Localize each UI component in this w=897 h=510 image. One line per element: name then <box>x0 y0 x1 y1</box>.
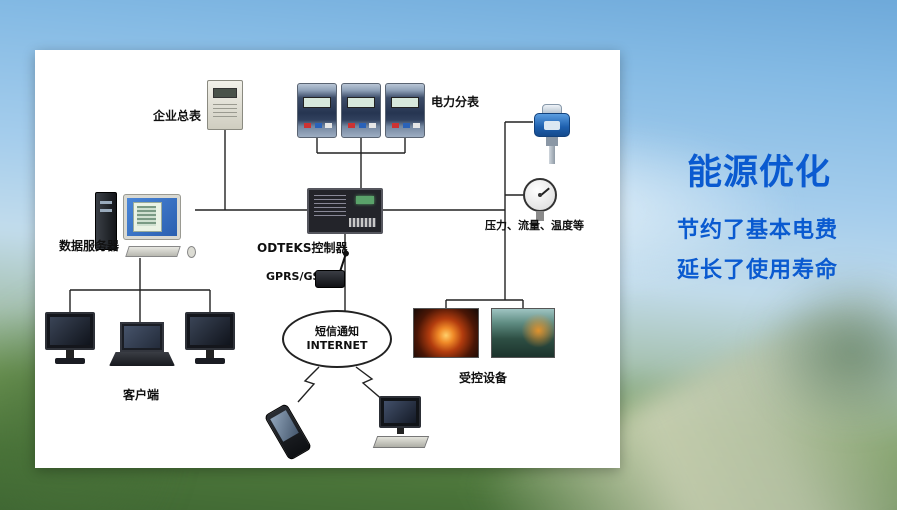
server-keyboard <box>125 246 181 257</box>
laptop-screen <box>120 322 164 352</box>
monitor-base <box>195 358 225 364</box>
data-server-label: 数据服务器 <box>59 239 120 253</box>
meter-register-rows <box>213 104 237 120</box>
modem-body <box>315 270 345 288</box>
mobile-phone-icon <box>259 402 319 462</box>
meter-display <box>347 97 375 108</box>
server-screen <box>127 198 177 236</box>
shrub-blur <box>757 270 897 430</box>
headline: 能源优化 <box>687 153 832 193</box>
client-laptop-icon <box>109 322 175 372</box>
lightning-bolt-icon <box>297 366 320 403</box>
laptop-base <box>109 352 175 366</box>
client-monitor-icon <box>185 312 235 376</box>
controller-icon <box>307 188 383 234</box>
desktop-computer-icon <box>365 396 435 460</box>
monitor-screen <box>45 312 95 350</box>
monitor-neck <box>66 350 74 358</box>
transmitter-probe <box>549 146 555 164</box>
data-server-icon <box>95 188 199 262</box>
enterprise-meter-label: 企业总表 <box>153 109 202 123</box>
benefit-line-1: 节约了基本电费 <box>677 218 839 243</box>
internet-cloud: 短信通知 INTERNET <box>282 310 392 368</box>
transmitter-head <box>534 113 570 137</box>
meter-display <box>391 97 419 108</box>
server-mouse <box>187 246 196 258</box>
enterprise-meter-icon <box>207 80 243 130</box>
power-meter-icon <box>385 83 425 138</box>
internet-label: INTERNET <box>306 339 368 352</box>
meter-buttons <box>392 123 399 128</box>
controller-terminals <box>349 218 376 227</box>
gauge-stem <box>536 211 544 221</box>
controller-label: ODTEKS控制器 <box>257 241 348 255</box>
client-monitor-icon <box>45 312 95 376</box>
desktop-keyboard <box>372 436 430 448</box>
controller-text-rows <box>314 195 346 219</box>
gauge-hub <box>538 193 542 197</box>
controller-display <box>356 196 374 204</box>
server-tower <box>95 192 117 250</box>
monitor-base <box>55 358 85 364</box>
plant-equipment-photo <box>491 308 555 358</box>
gsm-modem-icon <box>315 254 355 292</box>
meter-display <box>213 88 237 98</box>
monitor-neck <box>206 350 214 358</box>
lightning-bolt-icon <box>355 366 385 402</box>
clients-label: 客户端 <box>123 388 160 402</box>
diagram-panel: 企业总表 电力分表 压力、流量、温度等 <box>35 50 620 468</box>
monitor-screen <box>185 312 235 350</box>
pressure-gauge-icon <box>523 178 557 212</box>
connector-lines <box>69 121 533 403</box>
desktop-neck <box>397 428 404 434</box>
power-submeter-label: 电力分表 <box>431 95 480 109</box>
meter-display <box>303 97 331 108</box>
server-monitor <box>123 194 181 240</box>
power-meter-icon <box>297 83 337 138</box>
meter-buttons <box>348 123 355 128</box>
benefit-line-2: 延长了使用寿命 <box>677 258 839 283</box>
pressure-transmitter-icon <box>532 104 572 166</box>
meter-buttons <box>304 123 311 128</box>
desktop-screen <box>379 396 421 428</box>
modem-antenna <box>339 254 347 271</box>
power-meter-icon <box>341 83 381 138</box>
controlled-devices-label: 受控设备 <box>459 371 508 385</box>
transmitter-neck <box>546 137 558 146</box>
furnace-photo <box>413 308 479 358</box>
sensors-label: 压力、流量、温度等 <box>485 219 584 232</box>
sms-notify-label: 短信通知 <box>315 324 359 338</box>
phone-body <box>263 402 313 462</box>
